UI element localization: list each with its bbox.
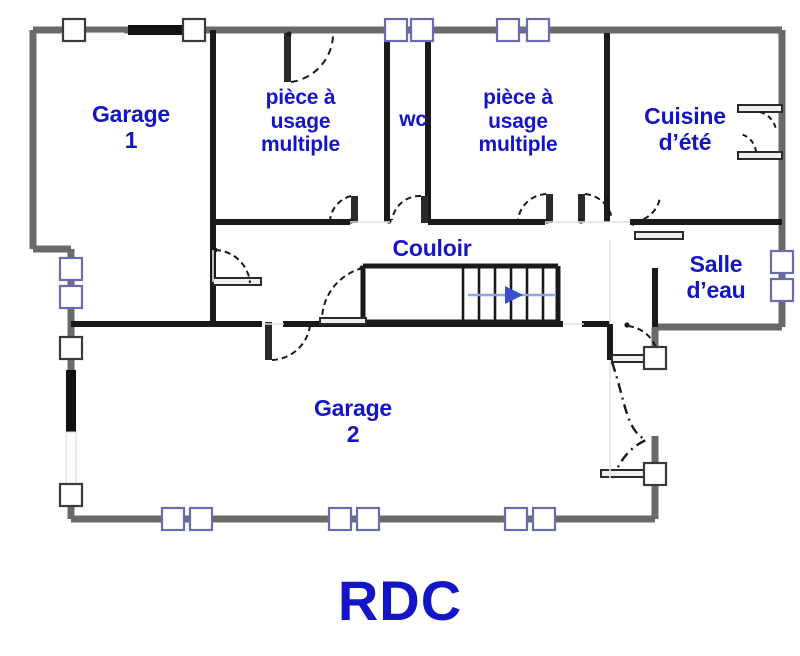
door-garage2-right: [600, 361, 668, 487]
window-bottom-1: [160, 506, 214, 532]
interior-walls: [71, 30, 782, 360]
window-top-2: [181, 17, 207, 43]
threshold-lines: [212, 221, 630, 478]
doors: [212, 31, 783, 487]
door-salle-garage2: [611, 322, 668, 371]
window-bottom-2: [327, 506, 381, 532]
door-cuisine-lower: [737, 133, 783, 160]
window-bottom-3: [503, 506, 557, 532]
window-left-2: [58, 335, 84, 361]
exterior-walls: [29, 26, 786, 523]
door-cuisine-upper: [737, 104, 783, 131]
door-stair-couloir: [319, 265, 367, 325]
window-top-3: [383, 17, 435, 43]
staircase-walls: [360, 263, 561, 325]
window-top-4: [495, 17, 551, 43]
door-salle-deau-top: [630, 197, 684, 240]
door-couloir-garage2: [265, 321, 314, 361]
garage-door-panels: [61, 25, 194, 489]
window-left-3: [58, 482, 84, 508]
door-piece1-top: [284, 31, 334, 83]
window-right-1: [769, 249, 795, 303]
door-garage1: [212, 247, 262, 286]
door-wc: [386, 194, 428, 224]
window-top-1: [61, 17, 87, 43]
window-left-1: [58, 256, 84, 310]
staircase-direction-arrow: [468, 286, 556, 304]
